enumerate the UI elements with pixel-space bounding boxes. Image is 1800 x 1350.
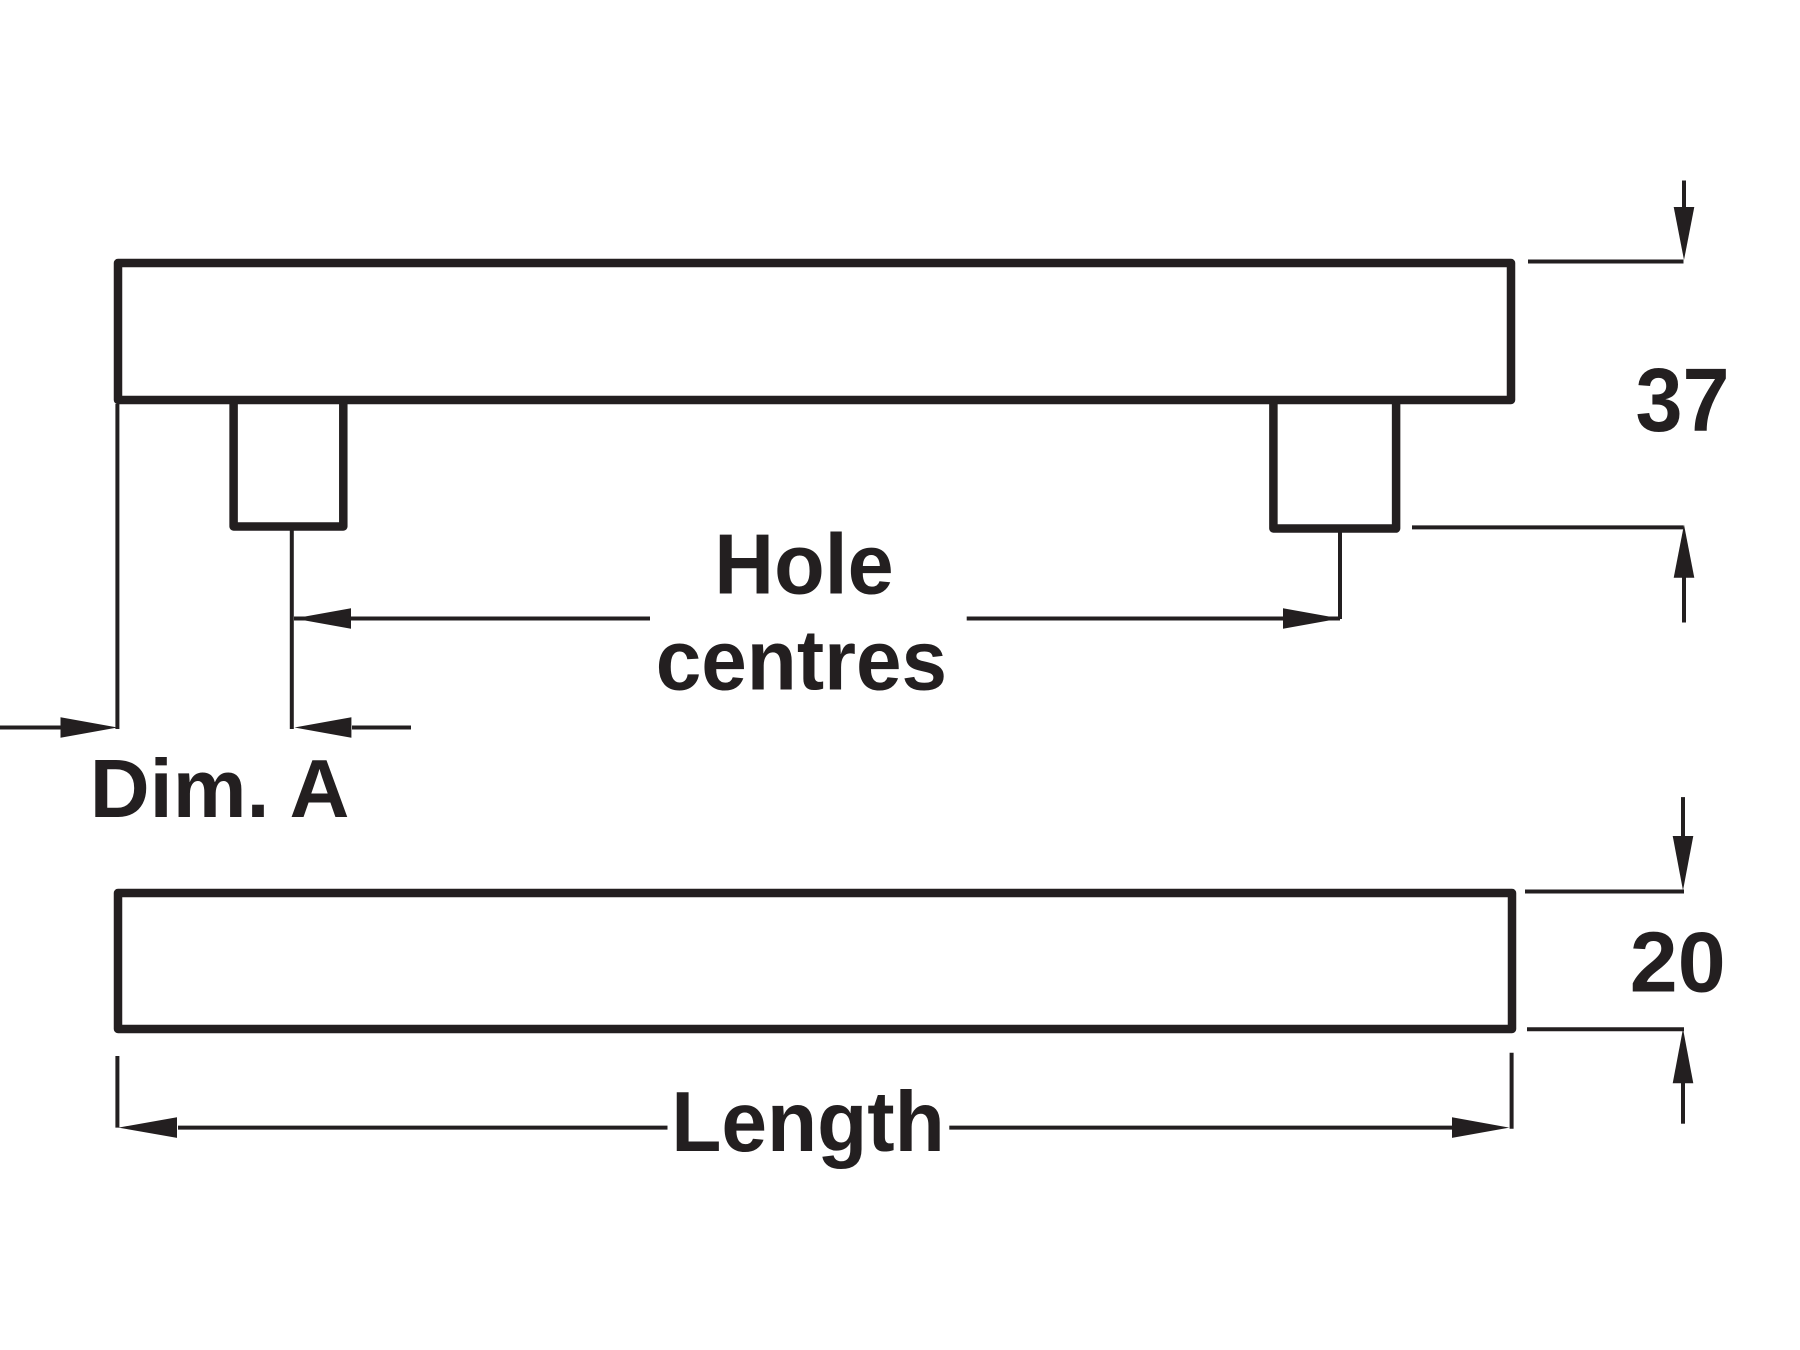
svg-text:centres: centres [656,613,947,708]
svg-text:Hole: Hole [714,518,893,613]
svg-text:Length: Length [671,1075,945,1170]
svg-text:20: 20 [1630,916,1726,1011]
svg-text:37: 37 [1635,351,1729,451]
svg-text:Dim. A: Dim. A [90,742,350,835]
